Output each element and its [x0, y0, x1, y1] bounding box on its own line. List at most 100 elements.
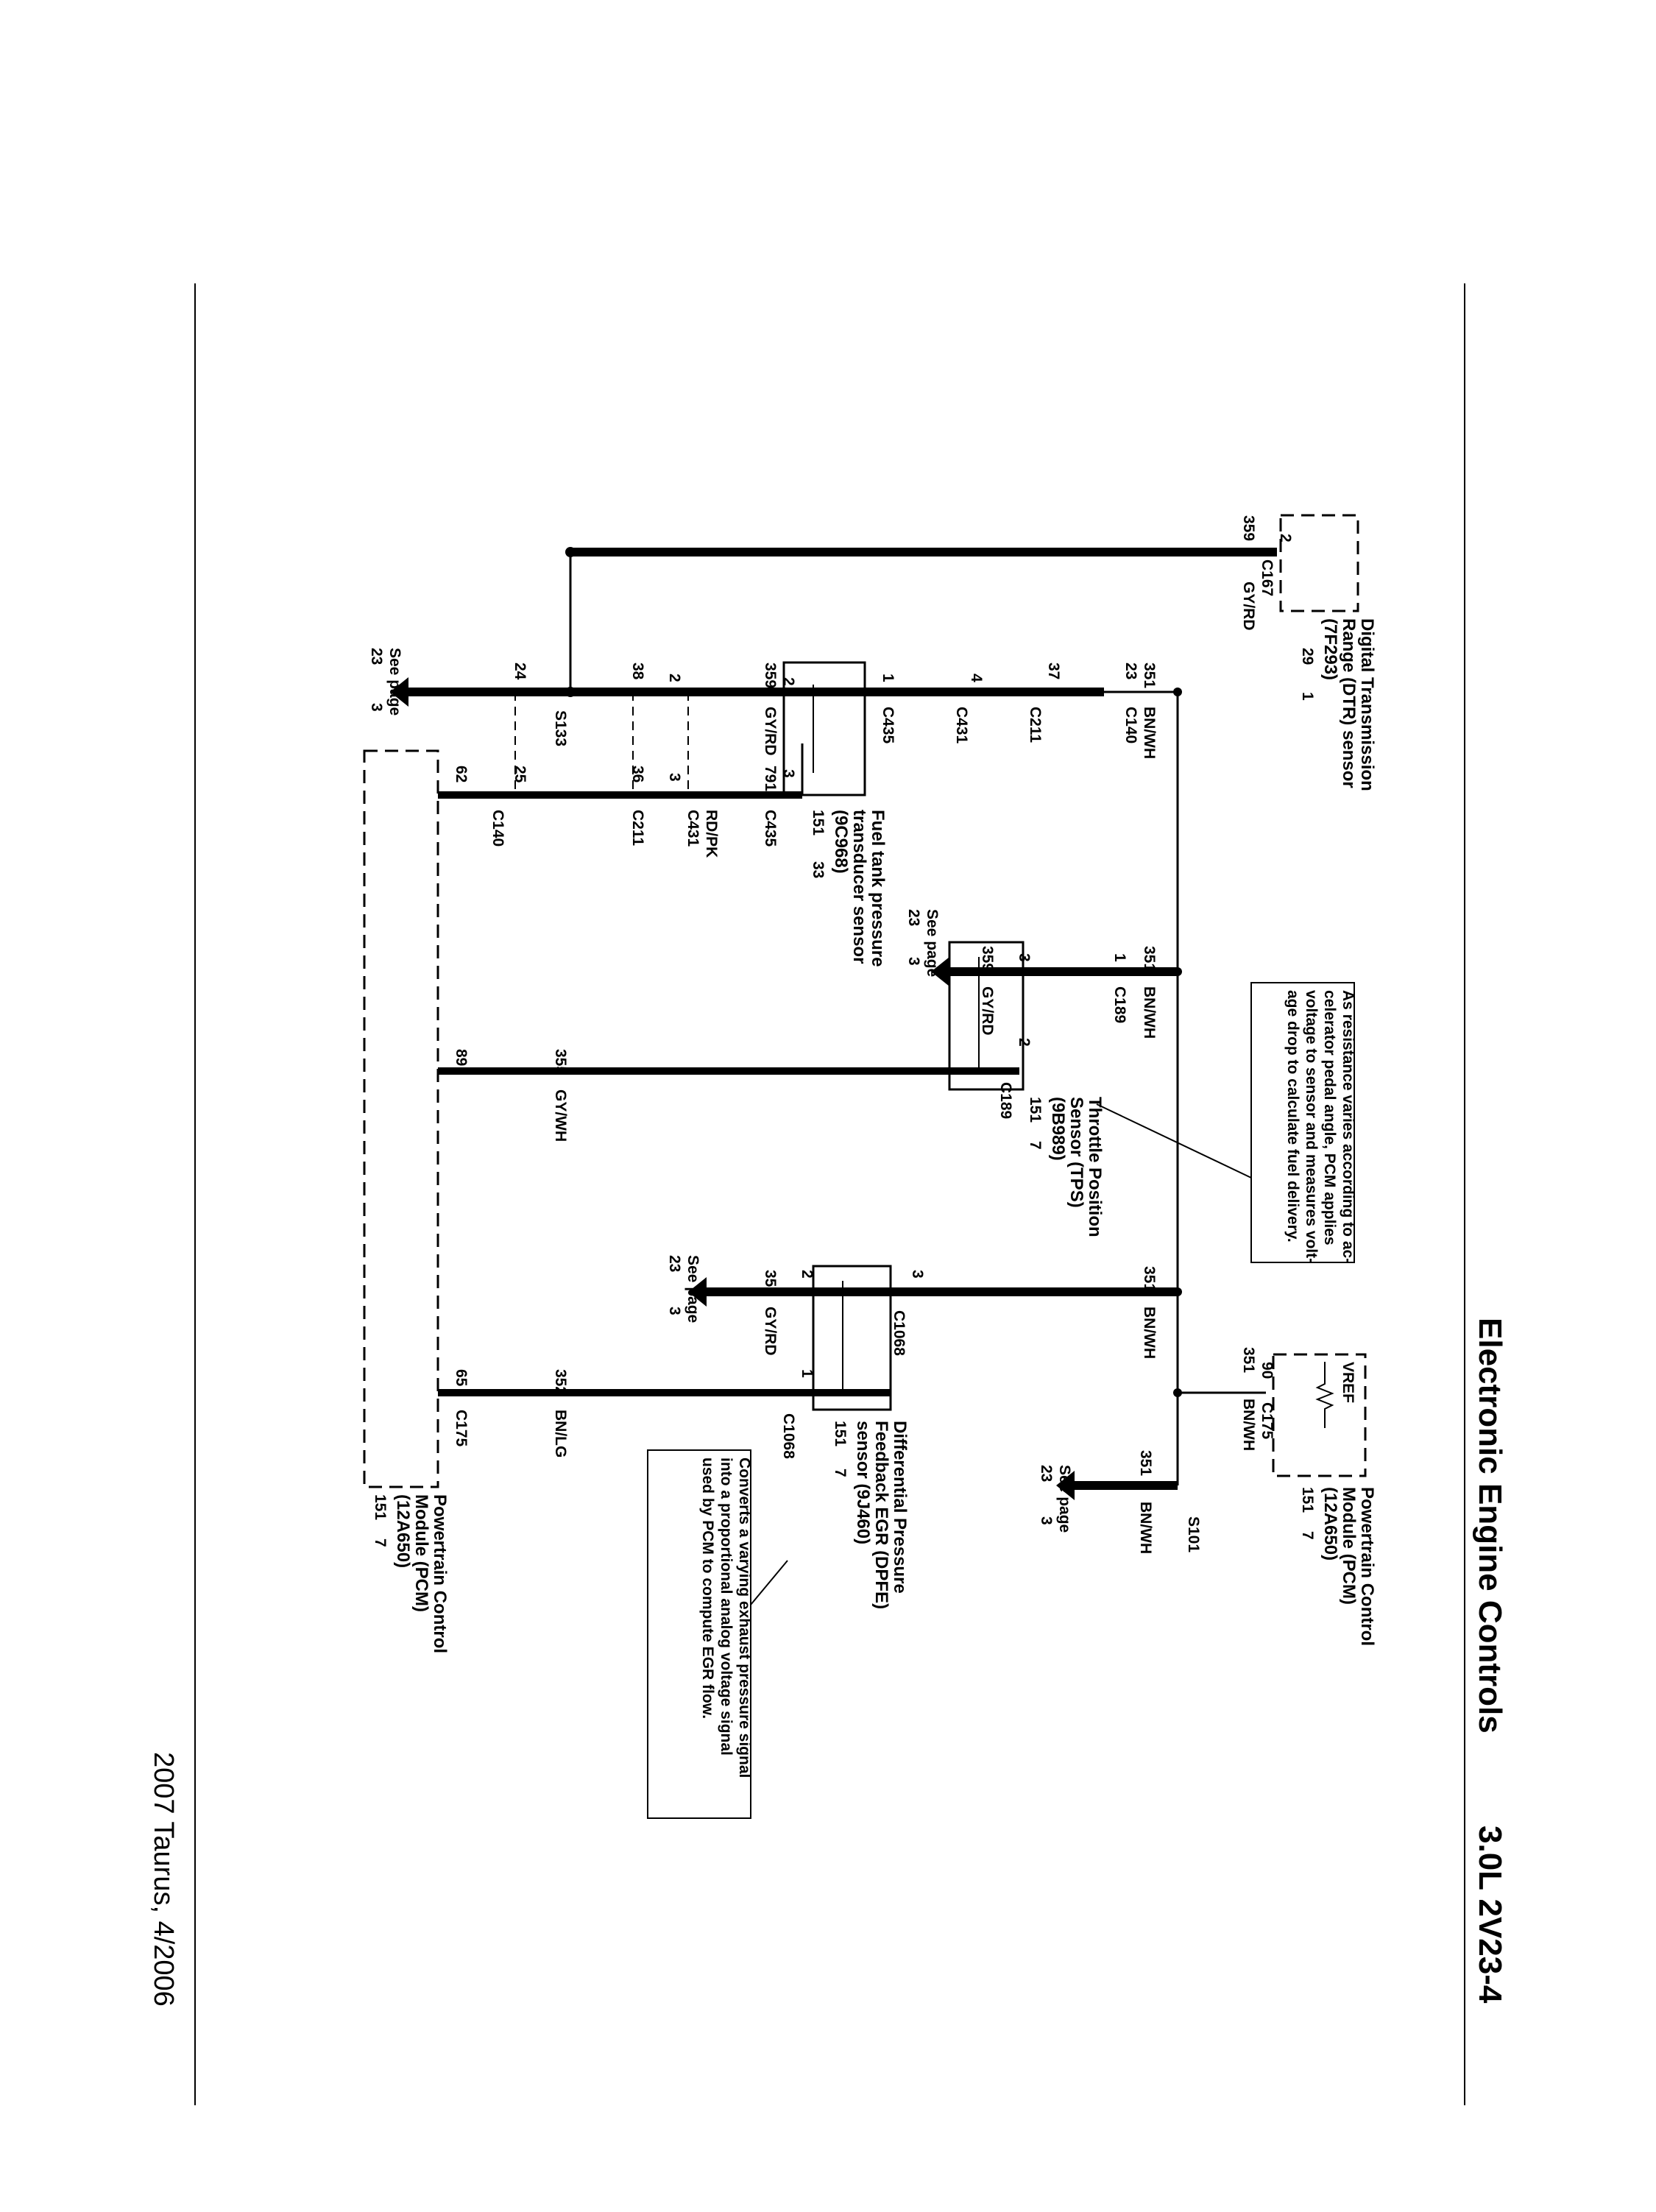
- dpfe-pin-2: 2: [799, 1270, 815, 1279]
- pin-25-label: 25: [512, 766, 528, 783]
- pcm-top-name-2: Module (PCM): [1339, 1487, 1359, 1605]
- pin-37-label: 37: [1045, 662, 1062, 679]
- s101-see-page-num: 23: [1038, 1465, 1055, 1482]
- wire-359-tps-label: 359: [979, 946, 996, 972]
- wire-bnwh-dpfe-label: BN/WH: [1141, 1307, 1158, 1359]
- c435-upper-label: C435: [880, 707, 896, 744]
- tps-note-2: celerator pedal angle, PCM applies: [1321, 990, 1338, 1245]
- diagram-title: Electronic Engine Controls: [1472, 1318, 1508, 1734]
- c189-lower-label: C189: [997, 1082, 1014, 1119]
- pcm-bottom-name-2: Module (PCM): [411, 1494, 431, 1612]
- wire-gyrd-tps-label: GY/RD: [979, 986, 996, 1036]
- tps-note-leader: [1096, 1103, 1252, 1179]
- dtr-ref-a: 29: [1299, 648, 1316, 665]
- c1068-lower-label: C1068: [780, 1413, 797, 1459]
- wire-351-dpfe-label: 351: [1141, 1266, 1158, 1292]
- pin-3-ftpt-label: 3: [780, 769, 797, 778]
- wire-351-c140-label: 351: [1141, 662, 1158, 688]
- ftpt-name-3: (9C968): [831, 810, 851, 874]
- splice-351-dpfe: [1173, 1287, 1182, 1296]
- wire-bnwh-top-label: BN/WH: [1240, 1399, 1257, 1451]
- dpfe-ref-b: 7: [832, 1469, 849, 1477]
- c1068-upper-label: C1068: [891, 1310, 907, 1356]
- wire-gyrd-label: GY/RD: [1240, 582, 1257, 631]
- vref-label: VREF: [1340, 1362, 1356, 1403]
- tps-pin-3: 3: [1016, 953, 1033, 962]
- pin-3-c431-label: 3: [666, 773, 683, 782]
- dpfe-name-2: Feedback EGR (DPFE): [871, 1421, 891, 1609]
- pcm-top-pin-90: 90: [1259, 1362, 1275, 1379]
- dpfe-ref-a: 151: [832, 1421, 849, 1446]
- tps-see-page-sub: 3: [905, 957, 922, 966]
- wire-gyrd-dpfe-label: GY/RD: [762, 1307, 779, 1356]
- c167-label: C167: [1259, 559, 1275, 596]
- dpfe-see-page-num: 23: [666, 1255, 683, 1272]
- wire-bnlg-label: BN/LG: [552, 1410, 569, 1457]
- ftpt-name-1: Fuel tank pressure: [868, 810, 888, 967]
- splice-351-tps: [1173, 967, 1182, 976]
- ftpt-sensor-box: [782, 661, 866, 796]
- splice-s133: [565, 687, 576, 697]
- see-page-arrow-dpfe: [688, 1277, 707, 1307]
- pcm-top-ref-a: 151: [1299, 1487, 1316, 1513]
- splice-351-top: [1173, 688, 1182, 696]
- vref-resistor: [1315, 1362, 1334, 1428]
- pin-62-label: 62: [453, 766, 470, 782]
- dtr-sensor-box: [1279, 514, 1359, 612]
- pin-24-label: 24: [512, 662, 528, 680]
- pcm-bottom-ref-b: 7: [372, 1538, 389, 1547]
- c431-upper-label: C431: [953, 707, 970, 744]
- see-page-arrow-s101: [1056, 1471, 1075, 1500]
- tps-name-1: Throttle Position: [1085, 1097, 1105, 1237]
- wire-359-label: 359: [1240, 515, 1257, 541]
- wire-bnwh-c140-label: BN/WH: [1141, 707, 1158, 759]
- dtr-pin-2: 2: [1277, 534, 1294, 543]
- s101-see-page-sub: 3: [1038, 1516, 1055, 1525]
- tps-name-2: Sensor (TPS): [1066, 1097, 1086, 1208]
- dtr-name-1: Digital Transmission: [1357, 618, 1377, 791]
- tps-sensor-box: [948, 941, 1025, 1091]
- c175-top-label: C175: [1259, 1402, 1275, 1440]
- connector-bands: [514, 692, 689, 795]
- dtr-ref-b: 1: [1299, 692, 1316, 701]
- pcm-top-name-3: (12A650): [1320, 1487, 1340, 1561]
- c140-lower-label: C140: [489, 810, 506, 847]
- dpfe-note-1: Converts a varying exhaust pressure sign…: [736, 1457, 753, 1778]
- pin-65-label: 65: [453, 1369, 470, 1387]
- dpfe-see-page-sub: 3: [666, 1307, 683, 1315]
- pcm-top-name-1: Powertrain Control: [1357, 1487, 1377, 1646]
- wire-352-label: 352: [552, 1369, 569, 1395]
- dpfe-note-2: into a proportional analog voltage signa…: [718, 1457, 735, 1756]
- wire-791-label: 791: [762, 766, 779, 791]
- wire-359-dpfe-label: 359: [762, 1270, 779, 1296]
- wire-gywh-label: GY/WH: [552, 1089, 569, 1142]
- c435-lower-label: C435: [762, 810, 779, 847]
- tps-see-page-num: 23: [905, 909, 922, 926]
- tps-note-box: [1250, 982, 1355, 1263]
- splice-359-top: [565, 547, 576, 557]
- tps-pin-2: 2: [1016, 1038, 1033, 1047]
- left-see-page-sub: 3: [368, 703, 385, 712]
- dpfe-note-leader: [750, 1560, 788, 1605]
- c175-lower-label: C175: [453, 1410, 470, 1447]
- s101-wire-351: 351: [1137, 1450, 1154, 1476]
- wire-bnwh-tps-label: BN/WH: [1141, 986, 1158, 1039]
- ftpt-ref-a: 151: [810, 810, 827, 835]
- dpfe-name-1: Differential Pressure: [890, 1421, 910, 1594]
- wires: [408, 548, 1277, 1490]
- pin-1-ftpt-label: 1: [880, 674, 896, 682]
- s101-label: S101: [1185, 1516, 1202, 1552]
- pcm-bottom-ref-a: 151: [372, 1494, 389, 1520]
- wire-351-top-label: 351: [1240, 1347, 1257, 1373]
- dpfe-note-3: used by PCM to compute EGR flow.: [699, 1457, 716, 1719]
- pcm-top-box: [1272, 1353, 1367, 1477]
- pin-2-ftpt-label: 2: [780, 677, 797, 686]
- pin-89-label: 89: [453, 1049, 470, 1066]
- see-page-arrow-tps: [931, 957, 949, 986]
- dpfe-sensor-box: [812, 1265, 892, 1411]
- dtr-name-3: (7F293): [1320, 618, 1340, 680]
- c211-lower-label: C211: [629, 810, 646, 846]
- wire-gyrd-ftpt: GY/RD: [762, 707, 779, 756]
- s101-wire-bnwh: BN/WH: [1137, 1502, 1154, 1554]
- tps-ref-a: 151: [1027, 1097, 1044, 1123]
